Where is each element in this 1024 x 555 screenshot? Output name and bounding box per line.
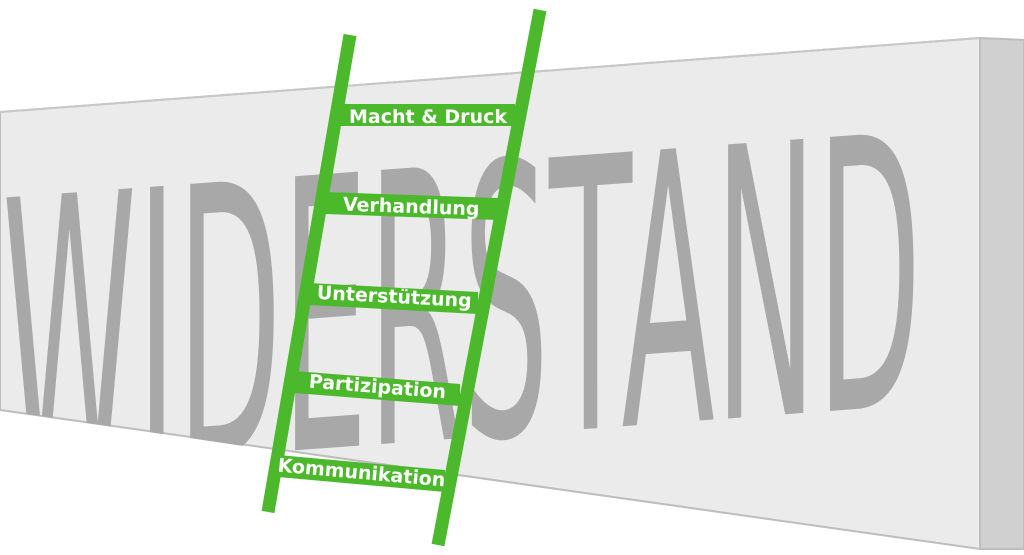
ladder-rung	[340, 104, 515, 126]
ladder-rung	[294, 371, 460, 406]
ladder-rung-label: Macht & Druck	[349, 106, 507, 128]
ladder-rung	[309, 283, 478, 314]
ladder-rung	[325, 192, 498, 220]
ladder-rail-right	[431, 8, 547, 547]
ladder-rung	[278, 455, 445, 492]
ladder-rung-label: Verhandlung	[343, 194, 480, 221]
wall-side-face	[979, 36, 1024, 550]
ladder-rail-left	[261, 33, 357, 514]
wall-top-edge	[0, 37, 981, 113]
